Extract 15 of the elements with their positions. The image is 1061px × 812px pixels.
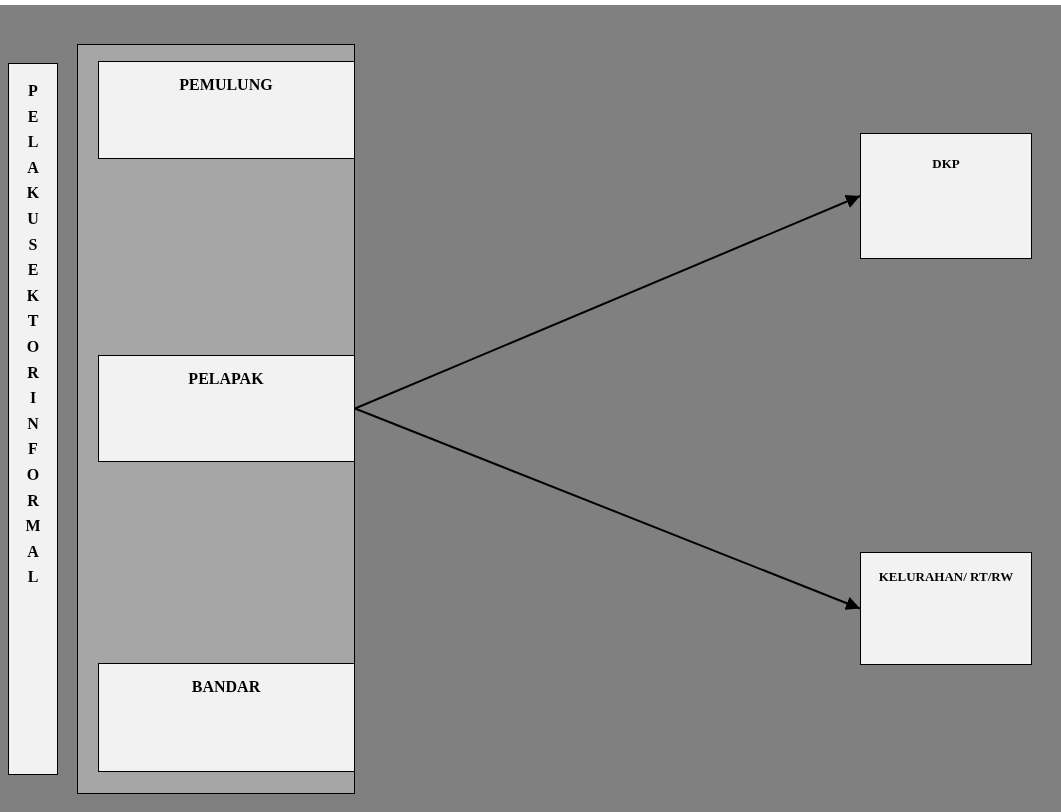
- process-box: [860, 133, 1032, 259]
- process-box: [860, 552, 1032, 665]
- box-label: PELAPAK: [187, 368, 265, 388]
- arrow: [354, 407, 861, 610]
- box-label: PEMULUNG: [178, 74, 274, 94]
- box-label: DKP: [931, 155, 961, 172]
- box-label: BANDAR: [190, 676, 262, 696]
- container-box: [77, 44, 355, 794]
- vertical-label-box: [8, 63, 58, 775]
- process-box: [97, 60, 355, 159]
- arrow: [354, 195, 861, 410]
- vertical-label: PELAKU SEKTOR INFORMAL: [25, 81, 41, 588]
- process-box: [97, 662, 355, 772]
- box-label: KELURAHAN/ RT/RW: [877, 568, 1015, 585]
- process-box: [97, 354, 355, 462]
